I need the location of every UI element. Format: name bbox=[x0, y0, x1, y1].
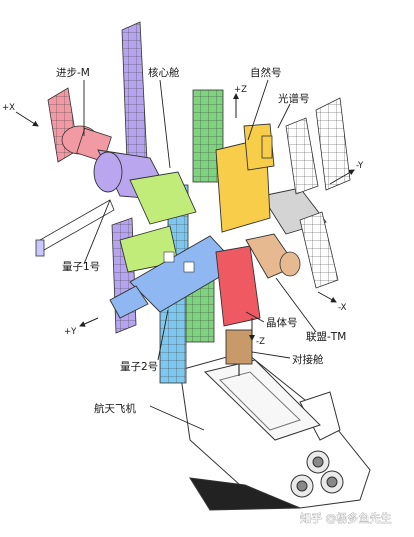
minus-x-arrow bbox=[317, 291, 337, 303]
spektr-module bbox=[261, 97, 351, 289]
label-kvant1: 量子1号 bbox=[62, 261, 100, 273]
axis-label-minus-y: -Y bbox=[356, 161, 364, 171]
label-progress-m: 进步-M bbox=[56, 67, 90, 79]
kristall-module bbox=[215, 245, 261, 327]
axis-label-minus-x: -X bbox=[338, 303, 347, 313]
label-core-module: 核心舱 bbox=[148, 66, 180, 79]
axis-indicators bbox=[15, 93, 355, 341]
green-solar-panel bbox=[185, 89, 224, 343]
space-shuttle bbox=[179, 351, 371, 511]
kvant1-module bbox=[119, 171, 197, 273]
label-docking-module: 对接舱 bbox=[292, 353, 324, 366]
watermark: 知乎 @杨多鱼先生 bbox=[300, 511, 392, 525]
priroda-module bbox=[215, 123, 275, 233]
axis-label-plus-x: +X bbox=[2, 103, 15, 113]
leader-lines bbox=[83, 79, 317, 431]
axis-label-minus-z: -Z bbox=[256, 337, 265, 347]
minus-y-arrow bbox=[329, 169, 355, 185]
label-soyuz-tm: 联盟-TM bbox=[306, 331, 346, 343]
soyuz-tm-module bbox=[245, 233, 301, 279]
docking-module bbox=[225, 329, 253, 376]
kvant1-solar-panel bbox=[35, 199, 115, 257]
label-priroda: 自然号 bbox=[250, 66, 282, 79]
label-kristall: 晶体号 bbox=[266, 317, 298, 329]
plus-x-arrow bbox=[15, 111, 39, 127]
label-spektr: 光谱号 bbox=[278, 92, 310, 105]
label-kvant2: 量子2号 bbox=[120, 361, 158, 373]
progress-m-module bbox=[47, 87, 112, 163]
axis-label-plus-y: +Y bbox=[64, 327, 77, 337]
plus-y-arrow bbox=[79, 317, 99, 327]
axis-label-plus-z: +Z bbox=[234, 85, 247, 95]
kvant2-module bbox=[109, 235, 239, 319]
label-space-shuttle: 航天飞机 bbox=[94, 402, 136, 415]
